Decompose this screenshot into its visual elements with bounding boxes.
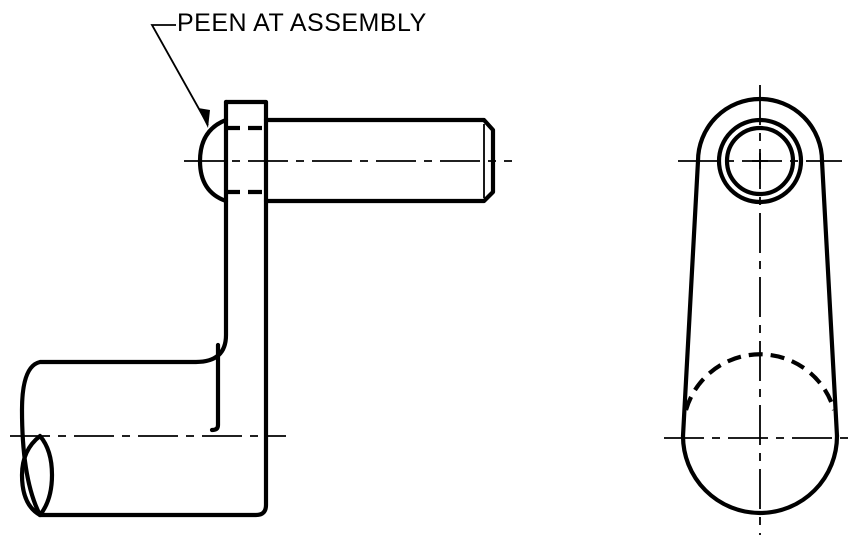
crank-arm xyxy=(37,99,269,518)
callout-label: PEEN AT ASSEMBLY xyxy=(177,9,427,37)
shaft-section xyxy=(19,433,55,518)
side-view xyxy=(664,85,856,535)
callout-leader xyxy=(150,24,210,128)
front-view xyxy=(10,99,512,518)
